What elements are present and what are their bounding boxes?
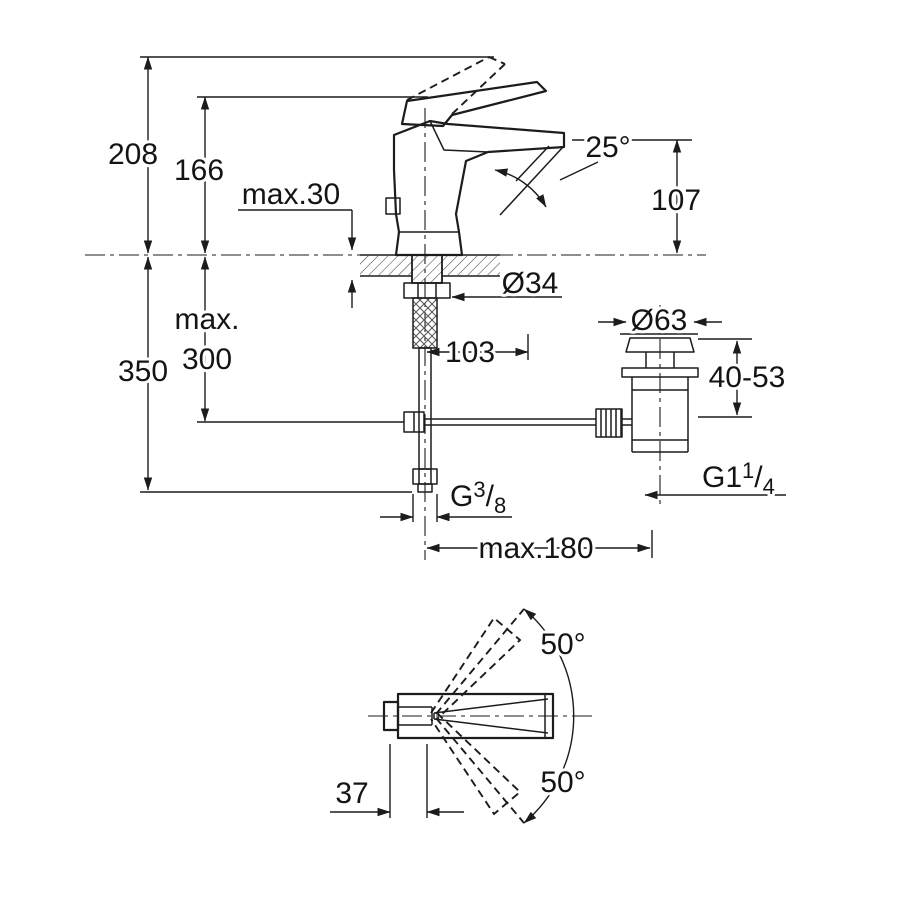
stream-direction-line-2	[515, 145, 550, 182]
dim-label-25deg: 25°	[585, 131, 630, 164]
g114-denominator: 4	[763, 474, 775, 499]
dim-25-leader	[559, 161, 599, 181]
hose-connector-nipple	[417, 483, 433, 493]
top-view-spout-channel	[398, 706, 433, 726]
dim-label-166: 166	[174, 154, 224, 187]
dim-label-103: 103	[445, 336, 495, 369]
hose-connector-facets	[418, 469, 432, 484]
dim-label-g38: G3/8	[450, 477, 506, 518]
mounting-nut-facets	[417, 283, 437, 298]
mounting-nut	[403, 282, 451, 299]
waste-neck	[645, 352, 675, 368]
g38-slash: /	[486, 480, 495, 513]
dim-label-50-lower: 50°	[540, 766, 585, 799]
handle-swing-arc	[523, 608, 575, 824]
dim-label-max-word: max.	[174, 303, 239, 336]
deck-hatch-left	[360, 256, 412, 275]
below-deck-assembly	[403, 254, 596, 493]
dim-label-300: 300	[182, 343, 232, 376]
pop-up-knob	[595, 408, 623, 438]
pop-up-waste-assembly	[595, 337, 699, 453]
dim-25-arc	[494, 168, 547, 208]
dim-label-max180: max.180	[478, 532, 593, 565]
dim-label-37: 37	[335, 777, 368, 810]
handle-lever	[400, 80, 548, 128]
g114-numerator: 1	[742, 458, 754, 483]
waste-cap	[625, 337, 695, 353]
dim-label-g114: G11/4	[702, 458, 775, 499]
faucet-side-view	[385, 56, 566, 257]
dim-label-350: 350	[118, 355, 168, 388]
handle-raised-dashed	[406, 56, 506, 115]
faucet-top-view: 50° 50° 37	[330, 608, 589, 824]
waste-body-grooves	[632, 389, 688, 441]
dim-label-50-upper: 50°	[540, 628, 585, 661]
dim-label-d34: Ø34	[502, 267, 559, 300]
swing-upper-axis-dashed	[435, 608, 525, 715]
dim-label-4053: 40-53	[709, 361, 786, 394]
dim-label-208: 208	[108, 138, 158, 171]
pop-up-knob-link	[622, 418, 632, 426]
faucet-side-detail	[385, 197, 401, 215]
top-view-spout-outlet	[382, 700, 400, 732]
threaded-shank	[411, 254, 443, 284]
g38-denominator: 8	[494, 493, 506, 518]
g114-whole: G1	[702, 461, 742, 494]
dim-label-107: 107	[651, 184, 701, 217]
pop-up-knob-knurls	[600, 409, 622, 437]
dim-label-max30: max.30	[242, 178, 340, 211]
deck-hatch-right	[442, 256, 500, 275]
g38-whole: G	[450, 480, 473, 513]
faucet-body-crease	[429, 120, 489, 153]
g38-numerator: 3	[473, 477, 485, 502]
dimensions: 208 166 max.30 25° 107 Ø34 max. 300 350 …	[105, 56, 788, 568]
dim-label-d63: Ø63	[631, 304, 688, 337]
stream-direction-line	[499, 146, 564, 216]
pop-up-horizontal-rod	[424, 418, 596, 426]
braided-hose	[412, 297, 438, 349]
g114-slash: /	[754, 461, 763, 494]
faucet-body-outline	[392, 119, 566, 257]
swing-lower-axis-dashed	[435, 717, 525, 824]
waste-flange	[621, 367, 699, 378]
